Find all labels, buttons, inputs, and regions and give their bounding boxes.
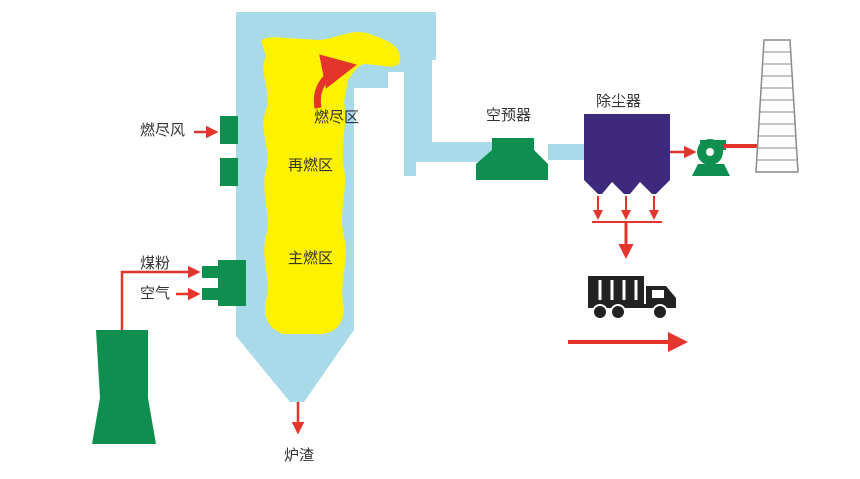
label-main-zone: 主燃区 xyxy=(288,249,334,267)
flame-zone xyxy=(261,32,401,335)
burnout-air-port-lower xyxy=(220,158,238,186)
ash-truck xyxy=(588,276,676,320)
induced-draft-fan xyxy=(692,139,730,176)
chimney xyxy=(755,39,799,173)
label-dust-collector: 除尘器 xyxy=(596,92,642,110)
coal-powder-line xyxy=(120,265,201,330)
burnout-air-port-upper xyxy=(220,116,238,144)
burner-nozzle-upper xyxy=(202,266,220,278)
flue-duct xyxy=(374,56,502,176)
label-slag: 炉渣 xyxy=(284,446,315,464)
label-burnout-air: 燃尽风 xyxy=(140,121,186,139)
label-coal-powder: 煤粉 xyxy=(140,254,171,272)
air-preheater xyxy=(476,138,548,180)
dust-collector xyxy=(584,114,670,194)
ash-discharge-arrows xyxy=(592,196,662,259)
coal-mill xyxy=(92,330,156,444)
label-air: 空气 xyxy=(140,284,171,302)
flame-flow-arrow xyxy=(313,54,357,109)
label-burnout-zone: 燃尽区 xyxy=(314,108,360,126)
flue-duct-to-dust-collector xyxy=(548,144,584,160)
main-burner xyxy=(218,260,246,306)
label-air-preheater: 空预器 xyxy=(486,106,532,124)
label-reburn-zone: 再燃区 xyxy=(288,156,334,174)
burner-nozzle-lower xyxy=(202,288,220,300)
